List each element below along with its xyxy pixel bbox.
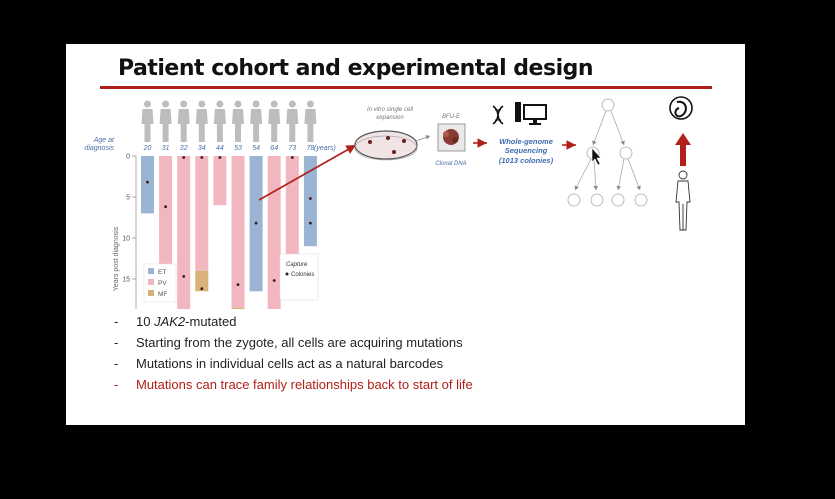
patient-silhouette-icon xyxy=(268,100,281,142)
legend-label: ET xyxy=(158,269,166,276)
dish-caption-1: In vitro single cell xyxy=(367,107,414,113)
age-tick-group: 20 31 32 34 44 53 54 64 73 78 xyxy=(143,145,315,152)
bar-pv xyxy=(267,156,281,309)
capture-point xyxy=(182,156,186,159)
up-arrow-icon xyxy=(675,133,691,166)
bar-pv xyxy=(195,156,209,271)
slide-title: Patient cohort and experimental design xyxy=(118,56,594,81)
y-axis-label: Years post diagnosis xyxy=(113,226,120,291)
bullet-1: -10 JAK2-mutated xyxy=(114,314,237,329)
capture-legend-dot xyxy=(285,272,289,276)
lineage-tree xyxy=(567,98,648,207)
gene-name: JAK2 xyxy=(154,314,186,329)
bar-pv xyxy=(285,156,299,267)
embryo-icon xyxy=(669,96,693,120)
sequencing-label-1: Whole-genome xyxy=(499,137,553,146)
bar-pv xyxy=(159,156,173,284)
patient-silhouettes xyxy=(141,100,317,142)
bar-et xyxy=(303,156,317,247)
age-tick-label: 31 xyxy=(162,145,170,152)
legend-label: MF xyxy=(158,291,167,298)
bfu-label: BFU-E xyxy=(442,114,461,120)
legend-swatch-pv xyxy=(148,279,154,285)
patient-silhouette-icon xyxy=(177,100,190,142)
bullet-4: -Mutations can trace family relationship… xyxy=(114,377,473,392)
title-divider xyxy=(100,86,712,89)
bar-et xyxy=(141,156,154,214)
human-figure-icon xyxy=(675,170,691,231)
capture-point xyxy=(309,221,312,225)
colony-3 xyxy=(402,139,406,143)
colony-4 xyxy=(392,150,396,154)
legend: ET PV MF xyxy=(148,268,167,298)
y-axis-ticks: 05101520 xyxy=(122,154,137,309)
patient-silhouette-icon xyxy=(250,100,263,142)
age-tick-label: 20 xyxy=(143,145,152,152)
age-tick-label: 34 xyxy=(198,145,206,152)
colonies-count-label: (1013 colonies) xyxy=(499,156,554,165)
patient-silhouette-icon xyxy=(213,100,226,142)
bullet-2: -Starting from the zygote, all cells are… xyxy=(114,335,463,350)
colony-2 xyxy=(386,136,390,140)
patient-silhouette-icon xyxy=(159,100,172,142)
patient-silhouette-icon xyxy=(232,100,244,142)
arrow-to-bfu xyxy=(415,135,431,142)
dna-icon xyxy=(492,105,504,125)
patient-silhouette-icon xyxy=(141,100,154,142)
capture-point xyxy=(146,180,149,184)
y-tick-label: 5 xyxy=(126,195,130,202)
capture-point xyxy=(200,287,204,291)
petri-dish xyxy=(354,130,418,160)
age-tick-label: 44 xyxy=(216,145,224,152)
clonal-dna-label: Clonal DNA xyxy=(435,161,466,167)
age-tick-label: 73 xyxy=(288,145,296,152)
capture-point xyxy=(254,221,258,225)
capture-legend-title: Capture xyxy=(286,262,308,268)
arrow-to-dish xyxy=(258,144,357,201)
colony-1 xyxy=(368,140,372,144)
capture-legend-box xyxy=(279,253,319,301)
dish-caption-2: expansion xyxy=(376,115,404,121)
mouse-cursor-icon xyxy=(591,147,602,166)
bullet-3: -Mutations in individual cells act as a … xyxy=(114,356,444,371)
bar-mf xyxy=(195,270,209,292)
capture-point xyxy=(164,205,167,209)
bar-pv xyxy=(177,156,191,309)
bullet-list: -10 JAK2-mutated -Starting from the zygo… xyxy=(114,311,473,395)
age-label-2: diagnosis xyxy=(84,145,114,152)
age-tick-label: 54 xyxy=(252,145,260,152)
age-tick-label: 78 xyxy=(307,145,315,152)
slide: Patient cohort and experimental design A… xyxy=(66,44,745,425)
computer-icon xyxy=(515,102,547,125)
petri-dish-rim xyxy=(354,135,418,161)
capture-point xyxy=(200,156,204,159)
age-tick-label: 64 xyxy=(270,145,278,152)
capture-legend-label: Colonies xyxy=(291,272,314,278)
patient-silhouette-icon xyxy=(195,100,208,142)
capture-point xyxy=(272,279,276,282)
age-tick-label: 53 xyxy=(234,145,242,152)
legend-swatch-et xyxy=(148,268,154,274)
y-tick-label: 10 xyxy=(122,236,130,243)
capture-point xyxy=(218,156,222,159)
age-tick-label: 32 xyxy=(180,145,188,152)
y-tick-label: 15 xyxy=(122,277,130,284)
patient-silhouette-icon xyxy=(286,100,299,142)
bar-pv xyxy=(213,156,227,206)
sequencing-label-2: Sequencing xyxy=(505,146,548,155)
bar-pv xyxy=(231,156,245,308)
capture-point xyxy=(236,283,240,286)
bar-mf xyxy=(231,307,245,309)
legend-label: PV xyxy=(158,280,167,287)
patient-silhouette-icon xyxy=(304,100,317,142)
years-unit: (years) xyxy=(314,145,336,152)
capture-point xyxy=(290,156,294,159)
capture-point xyxy=(309,197,312,200)
capture-point xyxy=(182,275,186,278)
legend-swatch-mf xyxy=(148,290,154,296)
y-tick-label: 0 xyxy=(126,154,130,161)
